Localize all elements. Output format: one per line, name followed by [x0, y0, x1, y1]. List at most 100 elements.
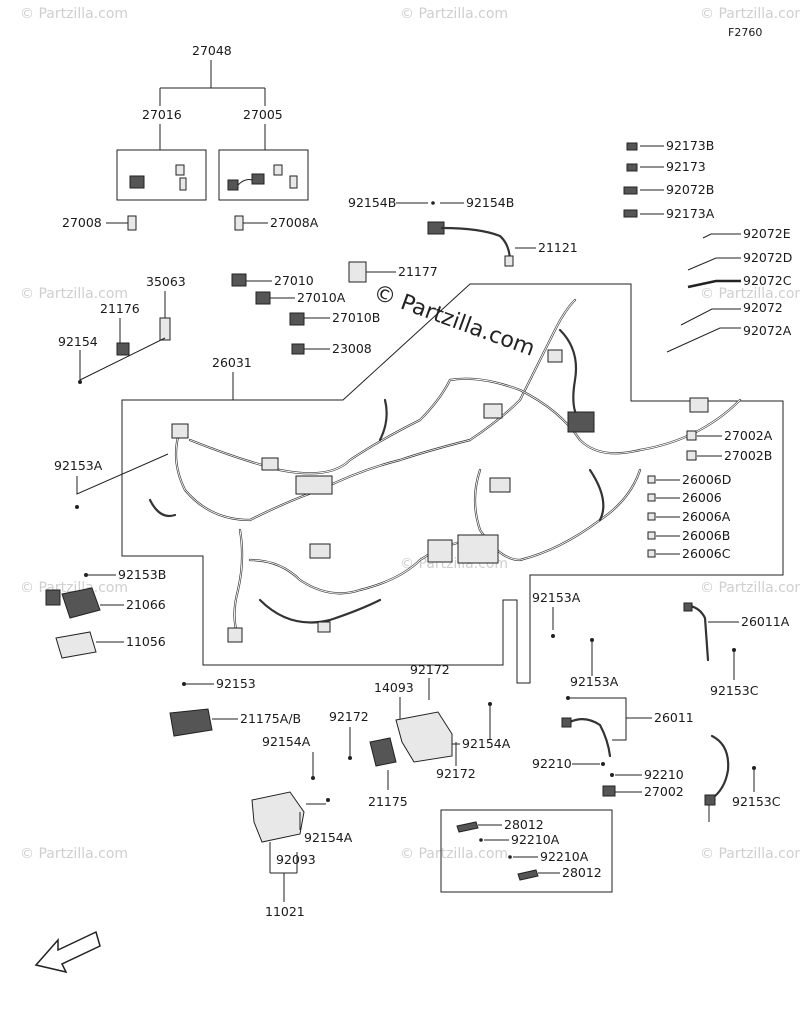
label-14093: 14093: [374, 680, 414, 695]
label-92210-b: 92210: [644, 767, 684, 782]
regulator-group: 92153B 21066 11056: [45, 567, 166, 659]
fuse-26006b-icon: [647, 531, 656, 540]
terminal-icon: [704, 794, 716, 806]
terminal-icon: [504, 255, 514, 267]
label-27016: 27016: [142, 107, 182, 122]
sensor-bracket-group: 35063 21176 92154: [58, 274, 186, 384]
part-28012-icon: [456, 821, 479, 833]
bracket-92093-icon: [251, 791, 305, 843]
label-21121: 21121: [538, 240, 578, 255]
watermark-tile: © Partzilla.com: [700, 286, 800, 302]
cap-27002a-icon: [686, 430, 697, 441]
label-27010: 27010: [274, 273, 314, 288]
front-arrow-icon: [34, 930, 101, 974]
label-92072b: 92072B: [666, 182, 714, 197]
label-27002a: 27002A: [724, 428, 773, 443]
label-92172-bottom: 92172: [436, 766, 476, 781]
ground-lead-group: 92154B 92154B 21121: [348, 195, 578, 267]
cn-variant-box: 28012 92210A 92210A 28012: [440, 809, 613, 893]
label-27010b: 27010B: [332, 310, 380, 325]
watermark-tile: © Partzilla.com: [20, 846, 128, 862]
terminal-icon: [683, 602, 693, 612]
label-92153c-lower: 92153C: [732, 794, 781, 809]
connector-27010b-icon: [289, 312, 305, 326]
label-92173: 92173: [666, 159, 706, 174]
cn-box-outline: [440, 809, 613, 893]
watermark-tile: © Partzilla.com: [400, 6, 508, 22]
label-92153a-left: 92153A: [54, 458, 103, 473]
watermark-tile: © Partzilla.com: [700, 846, 800, 862]
part-28012-b-icon: [517, 869, 539, 881]
label-26006b: 26006B: [682, 528, 730, 543]
relay-21177-icon: [348, 261, 367, 283]
clamp-icon: [623, 209, 638, 218]
ecu-21175ab-icon: [169, 708, 213, 737]
watermark-tile: © Partzilla.com: [400, 846, 508, 862]
clamp-icon: [626, 163, 638, 172]
fuse-26006c-icon: [647, 549, 656, 558]
sensor-23008-icon: [291, 343, 305, 355]
regulator-lead-icon: [45, 589, 61, 606]
harness-connector-block: [295, 475, 333, 495]
ecu-21175-icon: [369, 737, 397, 767]
harness-connector: [309, 543, 331, 559]
harness-connector: [261, 457, 279, 471]
clamp-icon: [623, 186, 638, 195]
harness-connector: [227, 627, 243, 643]
plate-11056-icon: [55, 631, 97, 659]
label-27002: 27002: [644, 784, 684, 799]
clamp-icon: [626, 142, 638, 151]
connector-27010a-icon: [255, 291, 271, 305]
label-92153: 92153: [216, 676, 256, 691]
label-27008: 27008: [62, 215, 102, 230]
caps-26006-group: 27002A 27002B 26006D 26006 26006A 26006B…: [647, 428, 773, 561]
terminal-icon: [179, 177, 187, 191]
label-26011: 26011: [654, 710, 694, 725]
label-92093: 92093: [276, 852, 316, 867]
connector-27010-icon: [231, 273, 247, 287]
connector-icon: [251, 173, 265, 185]
label-23008: 23008: [332, 341, 372, 356]
label-26031: 26031: [212, 355, 252, 370]
label-27008a: 27008A: [270, 215, 319, 230]
watermark-tile: © Partzilla.com: [20, 6, 128, 22]
bracket-14093-icon: [395, 711, 453, 763]
watermark-tiles: © Partzilla.com © Partzilla.com © Partzi…: [20, 6, 800, 862]
ecu-bracket-group: 92172 14093 92172 21175 92154A 92172: [329, 662, 511, 809]
label-92154a-bottom: 92154A: [304, 830, 353, 845]
label-27005: 27005: [243, 107, 283, 122]
fuse-26006-icon: [647, 493, 656, 502]
label-92210-a: 92210: [532, 756, 572, 771]
kit-27016-box: [116, 149, 207, 201]
label-28012-a: 28012: [504, 817, 544, 832]
ecu-21175ab-group: 92153 21175A/B: [169, 676, 301, 737]
label-92153a-mid: 92153A: [532, 590, 581, 605]
watermark-tile: © Partzilla.com: [700, 580, 800, 596]
front-arrow: [34, 930, 101, 974]
label-92154: 92154: [58, 334, 98, 349]
connectors-27010-group: 27010 27010A 27010B 23008 21177: [231, 261, 438, 356]
label-92173a: 92173A: [666, 206, 715, 221]
label-92153b: 92153B: [118, 567, 166, 582]
label-92072: 92072: [743, 300, 783, 315]
label-21175ab: 21175A/B: [240, 711, 301, 726]
label-11021: 11021: [265, 904, 305, 919]
terminal-icon: [175, 164, 185, 176]
clamps-group: 92173B 92173 92072B 92173A 92072E 92072D…: [623, 138, 792, 353]
label-92072e: 92072E: [743, 226, 791, 241]
label-27002b: 27002B: [724, 448, 772, 463]
watermark-center: © Partzilla.com: [370, 280, 538, 362]
harness-connector: [317, 621, 331, 633]
harness-outline: [121, 283, 784, 684]
harness-connector: [547, 349, 563, 363]
bracket-92093-group: 92154A 92154A 92093 11021: [251, 734, 353, 919]
harness-fuse-block: [457, 534, 499, 564]
kit-27048-group: 27048 27016 27005 27008 27008A: [62, 43, 319, 231]
label-26011a: 26011A: [741, 614, 790, 629]
cap-27002b-icon: [686, 450, 697, 461]
terminal-27008-icon: [127, 215, 137, 231]
label-92154b-left: 92154B: [348, 195, 396, 210]
label-92153a-right: 92153A: [570, 674, 619, 689]
sensor-icon: [116, 342, 130, 356]
